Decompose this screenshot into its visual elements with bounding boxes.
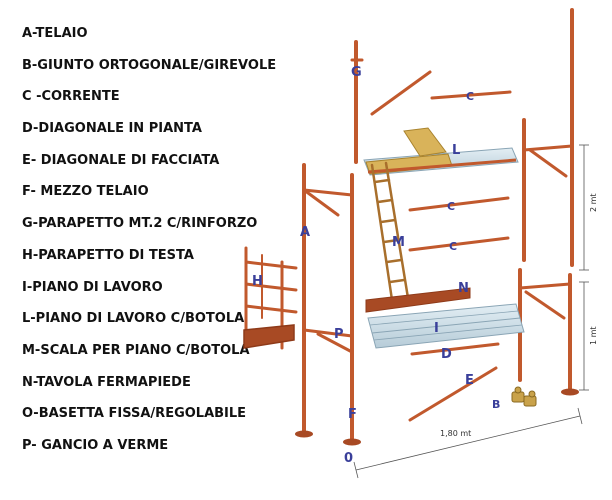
dimension-lines xyxy=(353,144,589,479)
label-a: A xyxy=(300,225,310,240)
legend-item-c: C -CORRENTE xyxy=(22,89,120,105)
label-c1: C xyxy=(466,90,474,103)
label-m: M xyxy=(392,235,405,250)
legend-item-i: I-PIANO DI LAVORO xyxy=(22,279,163,295)
legend-item-l: L-PIANO DI LAVORO C/BOTOLA xyxy=(22,311,245,327)
label-h: H xyxy=(252,274,263,289)
label-d: D xyxy=(441,347,452,362)
legend-item-f: F- MEZZO TELAIO xyxy=(22,184,149,200)
legend-item-b: B-GIUNTO ORTOGONALE/GIREVOLE xyxy=(22,57,277,73)
label-i: I xyxy=(434,321,439,336)
dimension-height-1: 1 mt xyxy=(589,326,598,345)
dimension-height-2: 2 mt xyxy=(589,193,598,212)
legend-item-a: A-TELAIO xyxy=(22,26,88,41)
parapet-end-h xyxy=(243,246,298,350)
toe-board-n xyxy=(365,287,471,313)
legend-item-e: E- DIAGONALE DI FACCIATA xyxy=(22,152,220,168)
coupler-b xyxy=(511,386,537,407)
legend-item-p: P- GANCIO A VERME xyxy=(22,437,169,453)
label-b: B xyxy=(492,398,500,411)
label-c2: C xyxy=(447,200,455,213)
ledger-c xyxy=(370,70,512,252)
deck-i xyxy=(367,303,525,349)
ladder-m xyxy=(370,161,410,302)
label-p: P xyxy=(334,327,344,342)
legend-item-n: N-TAVOLA FERMAPIEDE xyxy=(22,374,191,390)
label-g: G xyxy=(351,65,362,80)
legend-item-g: G-PARAPETTO MT.2 C/RINFORZO xyxy=(22,216,258,232)
legend-item-h: H-PARAPETTO DI TESTA xyxy=(22,247,194,263)
component-labels: A B C C C D E F G H I L M N 0 P xyxy=(252,65,500,466)
legend-item-d: D-DIAGONALE IN PIANTA xyxy=(22,121,202,137)
deck-l-with-hatch xyxy=(363,127,519,176)
label-e: E xyxy=(465,373,474,388)
label-c3: C xyxy=(449,240,457,253)
label-l: L xyxy=(452,143,460,158)
component-legend: A-TELAIO B-GIUNTO ORTOGONALE/GIREVOLE C … xyxy=(22,18,276,462)
label-n: N xyxy=(458,281,469,296)
label-f: F xyxy=(348,407,357,422)
label-o: 0 xyxy=(344,451,353,466)
frame-a-left xyxy=(302,163,354,442)
frame-right xyxy=(518,8,574,392)
parapet-post-g xyxy=(350,40,364,164)
legend-item-m: M-SCALA PER PIANO C/BOTOLA xyxy=(22,342,250,358)
legend-item-o: O-BASETTA FISSA/REGOLABILE xyxy=(22,406,247,422)
plan-diagonal-d xyxy=(410,342,500,356)
dimension-width: 1,80 mt xyxy=(440,429,471,438)
facade-diagonal-e xyxy=(408,366,498,422)
